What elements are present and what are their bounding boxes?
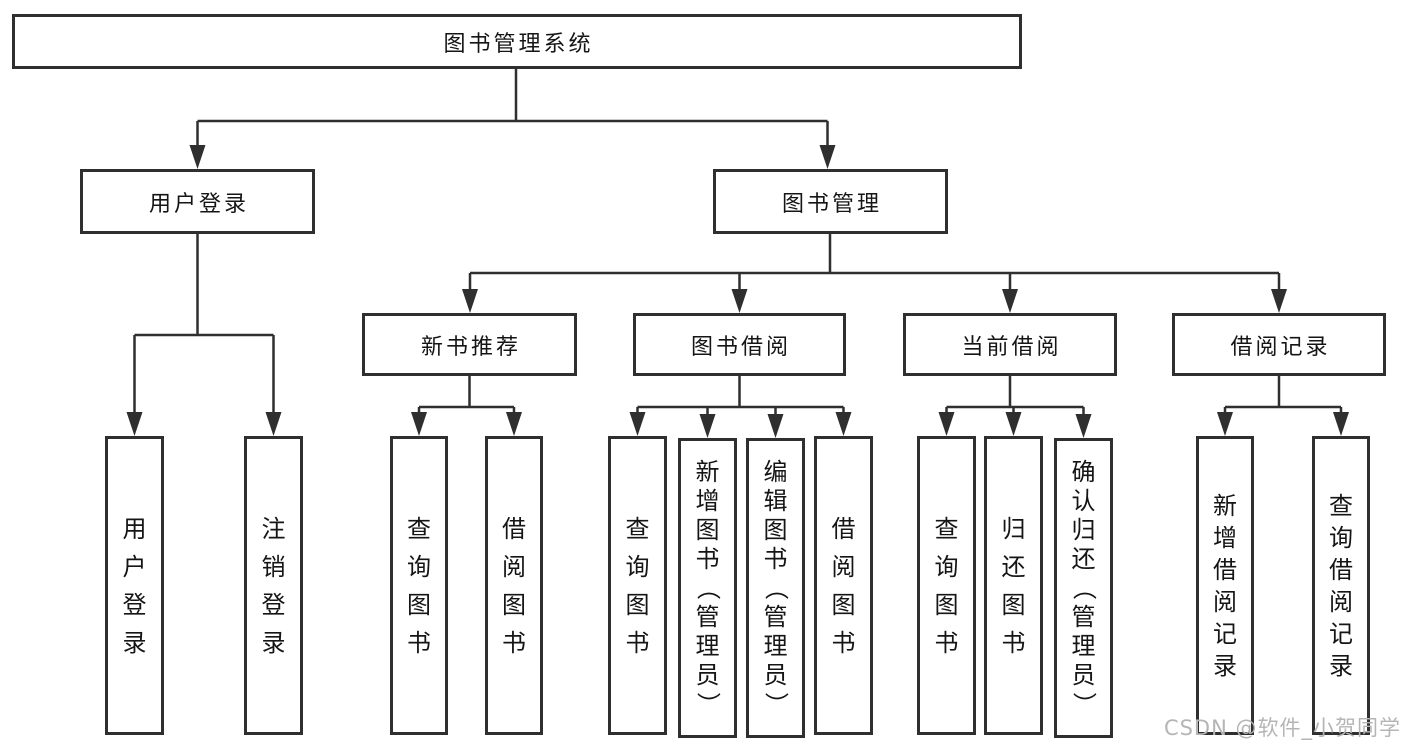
leaf-confirm-return-admin: 确认归还（管理员） (1054, 438, 1113, 738)
arrowhead-icon (1002, 289, 1018, 313)
leaf-edit-book-admin: 编辑图书（管理员） (746, 438, 805, 738)
edge-book-borrow-children (636, 375, 845, 419)
arrowhead-icon (629, 412, 646, 436)
leaf-borrow-books-borrow: 借阅图书 (814, 436, 873, 735)
leaf-query-books-current: 查询图书 (917, 436, 976, 735)
arrowhead-icon (1075, 414, 1092, 438)
leaf-query-books-borrow: 查询图书 (608, 436, 667, 735)
arrowhead-icon (699, 414, 716, 438)
edge-borrow-records-children (1223, 376, 1343, 417)
node-book-borrowing: 图书借阅 (633, 313, 846, 376)
arrowhead-icon (1333, 412, 1349, 436)
edge-book-mgmt-children (468, 234, 1281, 294)
leaf-logout: 注销登录 (244, 436, 303, 735)
leaf-add-borrow-record: 新增借阅记录 (1196, 436, 1254, 735)
leaf-return-books: 归还图书 (984, 436, 1043, 735)
edge-new-book-children (417, 376, 516, 417)
leaf-user-login: 用户登录 (105, 436, 164, 735)
node-new-book-recommendation: 新书推荐 (362, 313, 577, 376)
arrowhead-icon (126, 412, 143, 436)
leaf-add-book-admin: 新增图书（管理员） (678, 438, 737, 738)
arrowhead-icon (265, 412, 282, 436)
watermark: CSDN @软件_小贺同学 (1163, 716, 1401, 740)
node-borrowing-records: 借阅记录 (1172, 313, 1386, 376)
arrowhead-icon (835, 412, 852, 436)
node-library-system: 图书管理系统 (12, 14, 1022, 69)
leaf-query-borrow-record: 查询借阅记录 (1312, 436, 1370, 735)
edge-root-to-level2 (196, 69, 829, 150)
leaf-borrow-books-newrec: 借阅图书 (485, 436, 543, 735)
arrowhead-icon (462, 289, 478, 313)
arrowhead-icon (938, 412, 955, 436)
edge-user-login-children (133, 234, 275, 417)
arrowhead-icon (731, 289, 748, 313)
arrowhead-icon (189, 145, 206, 169)
node-book-management: 图书管理 (713, 169, 948, 234)
arrowhead-icon (1217, 412, 1233, 436)
arrowhead-icon (506, 412, 522, 436)
arrowhead-icon (767, 414, 784, 438)
node-user-login: 用户登录 (80, 169, 315, 234)
node-current-borrowing: 当前借阅 (903, 313, 1117, 376)
arrowhead-icon (1005, 412, 1022, 436)
arrowhead-icon (819, 145, 836, 169)
arrowhead-icon (411, 412, 427, 436)
arrowhead-icons (126, 145, 1349, 438)
arrowhead-icon (1271, 289, 1287, 313)
leaf-query-books-newrec: 查询图书 (390, 436, 448, 735)
